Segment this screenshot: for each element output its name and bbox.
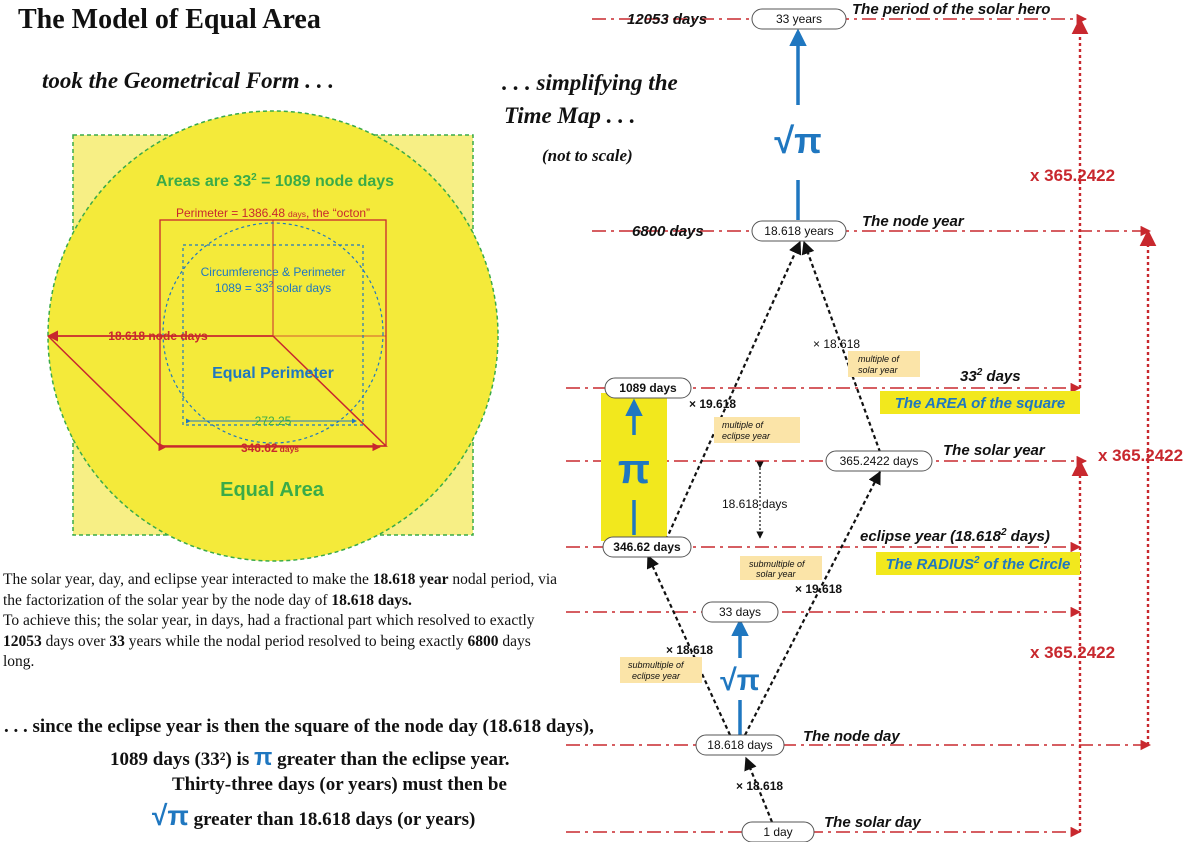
connector-node-day-to-eclipse bbox=[646, 554, 732, 736]
node-solar-year-label: 365.2422 days bbox=[840, 454, 919, 468]
label-node-day: The node day bbox=[803, 728, 900, 745]
note-submultiple-eclipse-1: submultiple of bbox=[628, 660, 685, 670]
node-1089-days bbox=[604, 377, 692, 399]
note-multiple-solar-2: solar year bbox=[858, 365, 899, 375]
multiplier-label-middle: x 365.2422 bbox=[1098, 446, 1183, 465]
multiplier-notes: × 18.618 multiple of solar year × 19.618… bbox=[620, 337, 920, 793]
note-multiple-eclipse-box bbox=[714, 417, 800, 443]
equal-area-label: Equal Area bbox=[220, 479, 325, 501]
subtitle-right-2: Time Map . . . bbox=[504, 103, 635, 128]
radius-circle-box bbox=[876, 552, 1080, 575]
equal-area-figure: Areas are 332 = 1089 node days Perimeter… bbox=[46, 110, 499, 562]
gap-18618-days: 18.618 days bbox=[722, 497, 787, 511]
node-1089-days-label: 1089 days bbox=[619, 381, 677, 395]
sqrt-pi-upper-label: √π bbox=[774, 120, 821, 161]
label-6800-days: 6800 days bbox=[632, 223, 704, 240]
circumference-label-2: 1089 = 332 solar days bbox=[215, 280, 331, 295]
level-labels: 12053 days The period of the solar hero … bbox=[627, 1, 1050, 831]
paragraph-1: The solar year, day, and eclipse year in… bbox=[3, 571, 558, 609]
node-node-day bbox=[695, 734, 785, 756]
equal-perimeter-label: Equal Perimeter bbox=[212, 365, 334, 382]
page-title: The Model of Equal Area bbox=[18, 4, 321, 35]
multiplier-connectors bbox=[1071, 17, 1157, 832]
label-node-year: The node year bbox=[862, 213, 965, 230]
subtitle-right-1: . . . simplifying the bbox=[502, 70, 678, 95]
node-33-years bbox=[751, 8, 847, 30]
circumference-circle bbox=[162, 222, 384, 444]
note-multiple-eclipse-2: eclipse year bbox=[722, 431, 771, 441]
node-33-years-label: 33 years bbox=[776, 12, 822, 26]
label-solar-year: The solar year bbox=[943, 442, 1046, 459]
connector-solar-to-node-year bbox=[801, 240, 882, 453]
node-eclipse-year-label: 346.62 days bbox=[613, 540, 681, 554]
mult-18618-bottom: × 18.618 bbox=[736, 779, 783, 793]
node-days-label: 18.618 node days bbox=[108, 329, 208, 343]
pi-label: π bbox=[618, 445, 650, 492]
subtitle-left: took the Geometrical Form . . . bbox=[42, 68, 334, 93]
radius-circle-label: The RADIUS2 of the Circle bbox=[886, 555, 1071, 573]
mult-18618-left: × 18.618 bbox=[666, 643, 713, 657]
areas-label: Areas are 332 = 1089 node days bbox=[156, 172, 394, 190]
note-submultiple-eclipse-2: eclipse year bbox=[632, 671, 681, 681]
node-solar-year bbox=[825, 450, 933, 472]
node-33-days-label: 33 days bbox=[719, 605, 761, 619]
mult-19618-bottom: × 19.618 bbox=[795, 582, 842, 596]
note-multiple-solar-box bbox=[848, 351, 920, 377]
growth-arrows bbox=[625, 28, 807, 735]
circumference-label-1: Circumference & Perimeter bbox=[201, 265, 346, 279]
node-1-day bbox=[741, 821, 815, 842]
node-18618-years bbox=[751, 220, 847, 242]
label-solar-day: The solar day bbox=[824, 814, 921, 831]
area-square-label: The AREA of the square bbox=[895, 395, 1066, 412]
note-multiple-eclipse-1: multiple of bbox=[722, 420, 765, 430]
label-12053-days: 12053 days bbox=[627, 11, 707, 28]
mult-19618-top: × 19.618 bbox=[689, 397, 736, 411]
conclusion-line-2: 1089 days (33²) is π greater than the ec… bbox=[110, 744, 510, 771]
note-submultiple-eclipse-box bbox=[620, 657, 702, 683]
conclusion-line-4: √π greater than 18.618 days (or years) bbox=[152, 800, 476, 831]
paragraph-2: To achieve this; the solar year, in days… bbox=[3, 612, 535, 670]
label-solar-hero: The period of the solar hero bbox=[852, 1, 1050, 18]
factor-connectors bbox=[646, 240, 882, 823]
node-1-day-label: 1 day bbox=[763, 825, 792, 839]
note-multiple-solar-1: multiple of bbox=[858, 354, 901, 364]
mult-18618-top: × 18.618 bbox=[813, 337, 860, 351]
sqrt-pi-lower-label: √π bbox=[720, 664, 759, 697]
connector-node-day-to-solar bbox=[744, 470, 881, 736]
area-square-box bbox=[880, 391, 1080, 414]
time-nodes: 33 years 18.618 years 1089 days 365.2422… bbox=[602, 8, 933, 842]
conclusion-line-3: Thirty-three days (or years) must then b… bbox=[172, 774, 507, 795]
note-submultiple-solar-2: solar year bbox=[756, 569, 797, 579]
node-node-day-label: 18.618 days bbox=[707, 738, 772, 752]
explanation-paragraph: The solar year, day, and eclipse year in… bbox=[3, 570, 563, 673]
label-33-squared-days: 332 days bbox=[960, 367, 1021, 385]
inner-width-label: 272.25 bbox=[255, 414, 292, 428]
node-33-days bbox=[701, 601, 779, 623]
connector-day-to-node-day bbox=[744, 756, 774, 823]
connector-eclipse-to-node-year bbox=[664, 240, 802, 541]
note-submultiple-solar-box bbox=[740, 556, 822, 580]
multiplier-label-top: x 365.2422 bbox=[1030, 166, 1115, 185]
conclusion-line-1: . . . since the eclipse year is then the… bbox=[4, 716, 594, 737]
label-eclipse-year: eclipse year (18.6182 days) bbox=[860, 527, 1050, 545]
subtitle-right-3: (not to scale) bbox=[542, 146, 633, 165]
node-18618-years-label: 18.618 years bbox=[764, 224, 833, 238]
note-submultiple-solar-1: submultiple of bbox=[749, 559, 806, 569]
multiplier-label-bottom: x 365.2422 bbox=[1030, 643, 1115, 662]
node-eclipse-year bbox=[602, 536, 692, 558]
circumference-square bbox=[182, 244, 364, 426]
